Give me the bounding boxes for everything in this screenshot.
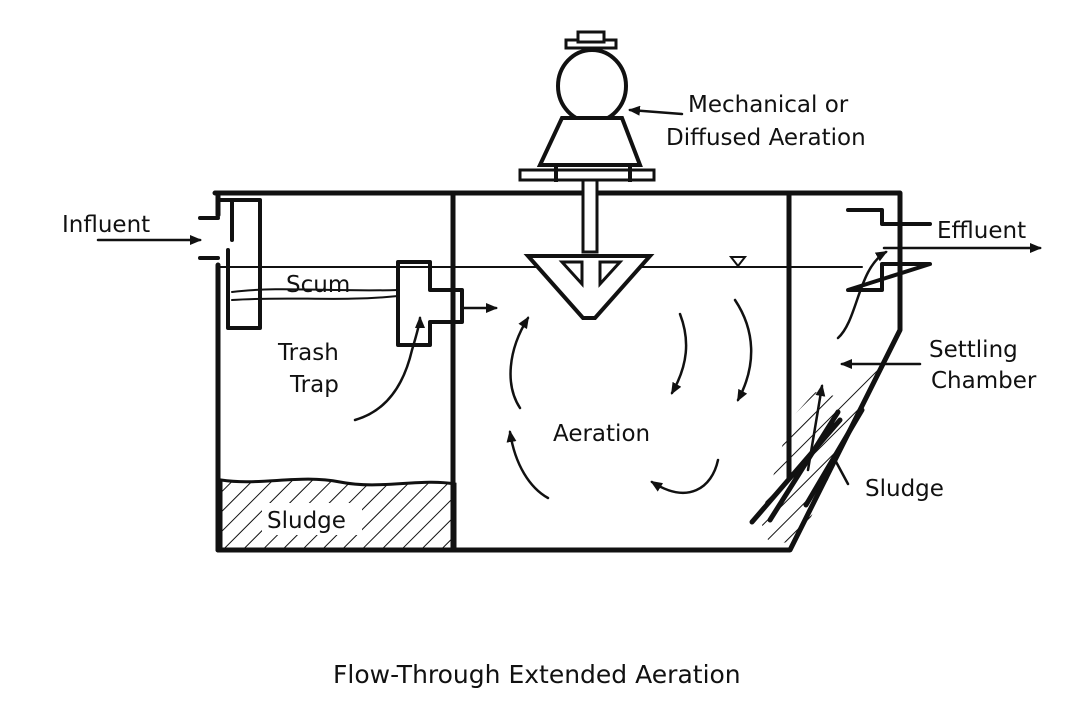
diagram-caption: Flow-Through Extended Aeration [333, 660, 741, 689]
trap-label: Trap [289, 372, 339, 398]
influent-label: Influent [62, 212, 150, 238]
aeration-label: Aeration [553, 421, 650, 447]
sludge-left-label: Sludge [267, 508, 346, 534]
settling-flow-arrow [836, 250, 888, 340]
effluent-label: Effluent [937, 218, 1026, 244]
circulation-arrows [506, 298, 753, 500]
mechanical-aeration-label: Mechanical or [688, 92, 849, 118]
sludge-right-pointer [832, 456, 850, 486]
trash-trap-tee [396, 260, 464, 347]
sludge-flow-arrow [806, 384, 826, 472]
tank-outline [212, 190, 903, 553]
scum-label: Scum [286, 272, 350, 298]
sludge-left-label-bg [262, 503, 362, 535]
effluent-weir [846, 208, 932, 292]
sludge-right-hatch [760, 364, 880, 545]
diffused-aeration-label: Diffused Aeration [666, 125, 866, 151]
settling-label: Settling [929, 337, 1018, 363]
chamber-label: Chamber [931, 368, 1037, 394]
sludge-right-label: Sludge [865, 476, 944, 502]
trash-flow-arrow [353, 316, 425, 422]
water-level-mark [728, 256, 748, 268]
trash-label: Trash [277, 340, 339, 366]
mechanical-pointer-arrow [628, 105, 684, 116]
aerator-unit [518, 30, 656, 320]
influent-pipe [198, 198, 262, 330]
scum-lines [231, 288, 399, 301]
